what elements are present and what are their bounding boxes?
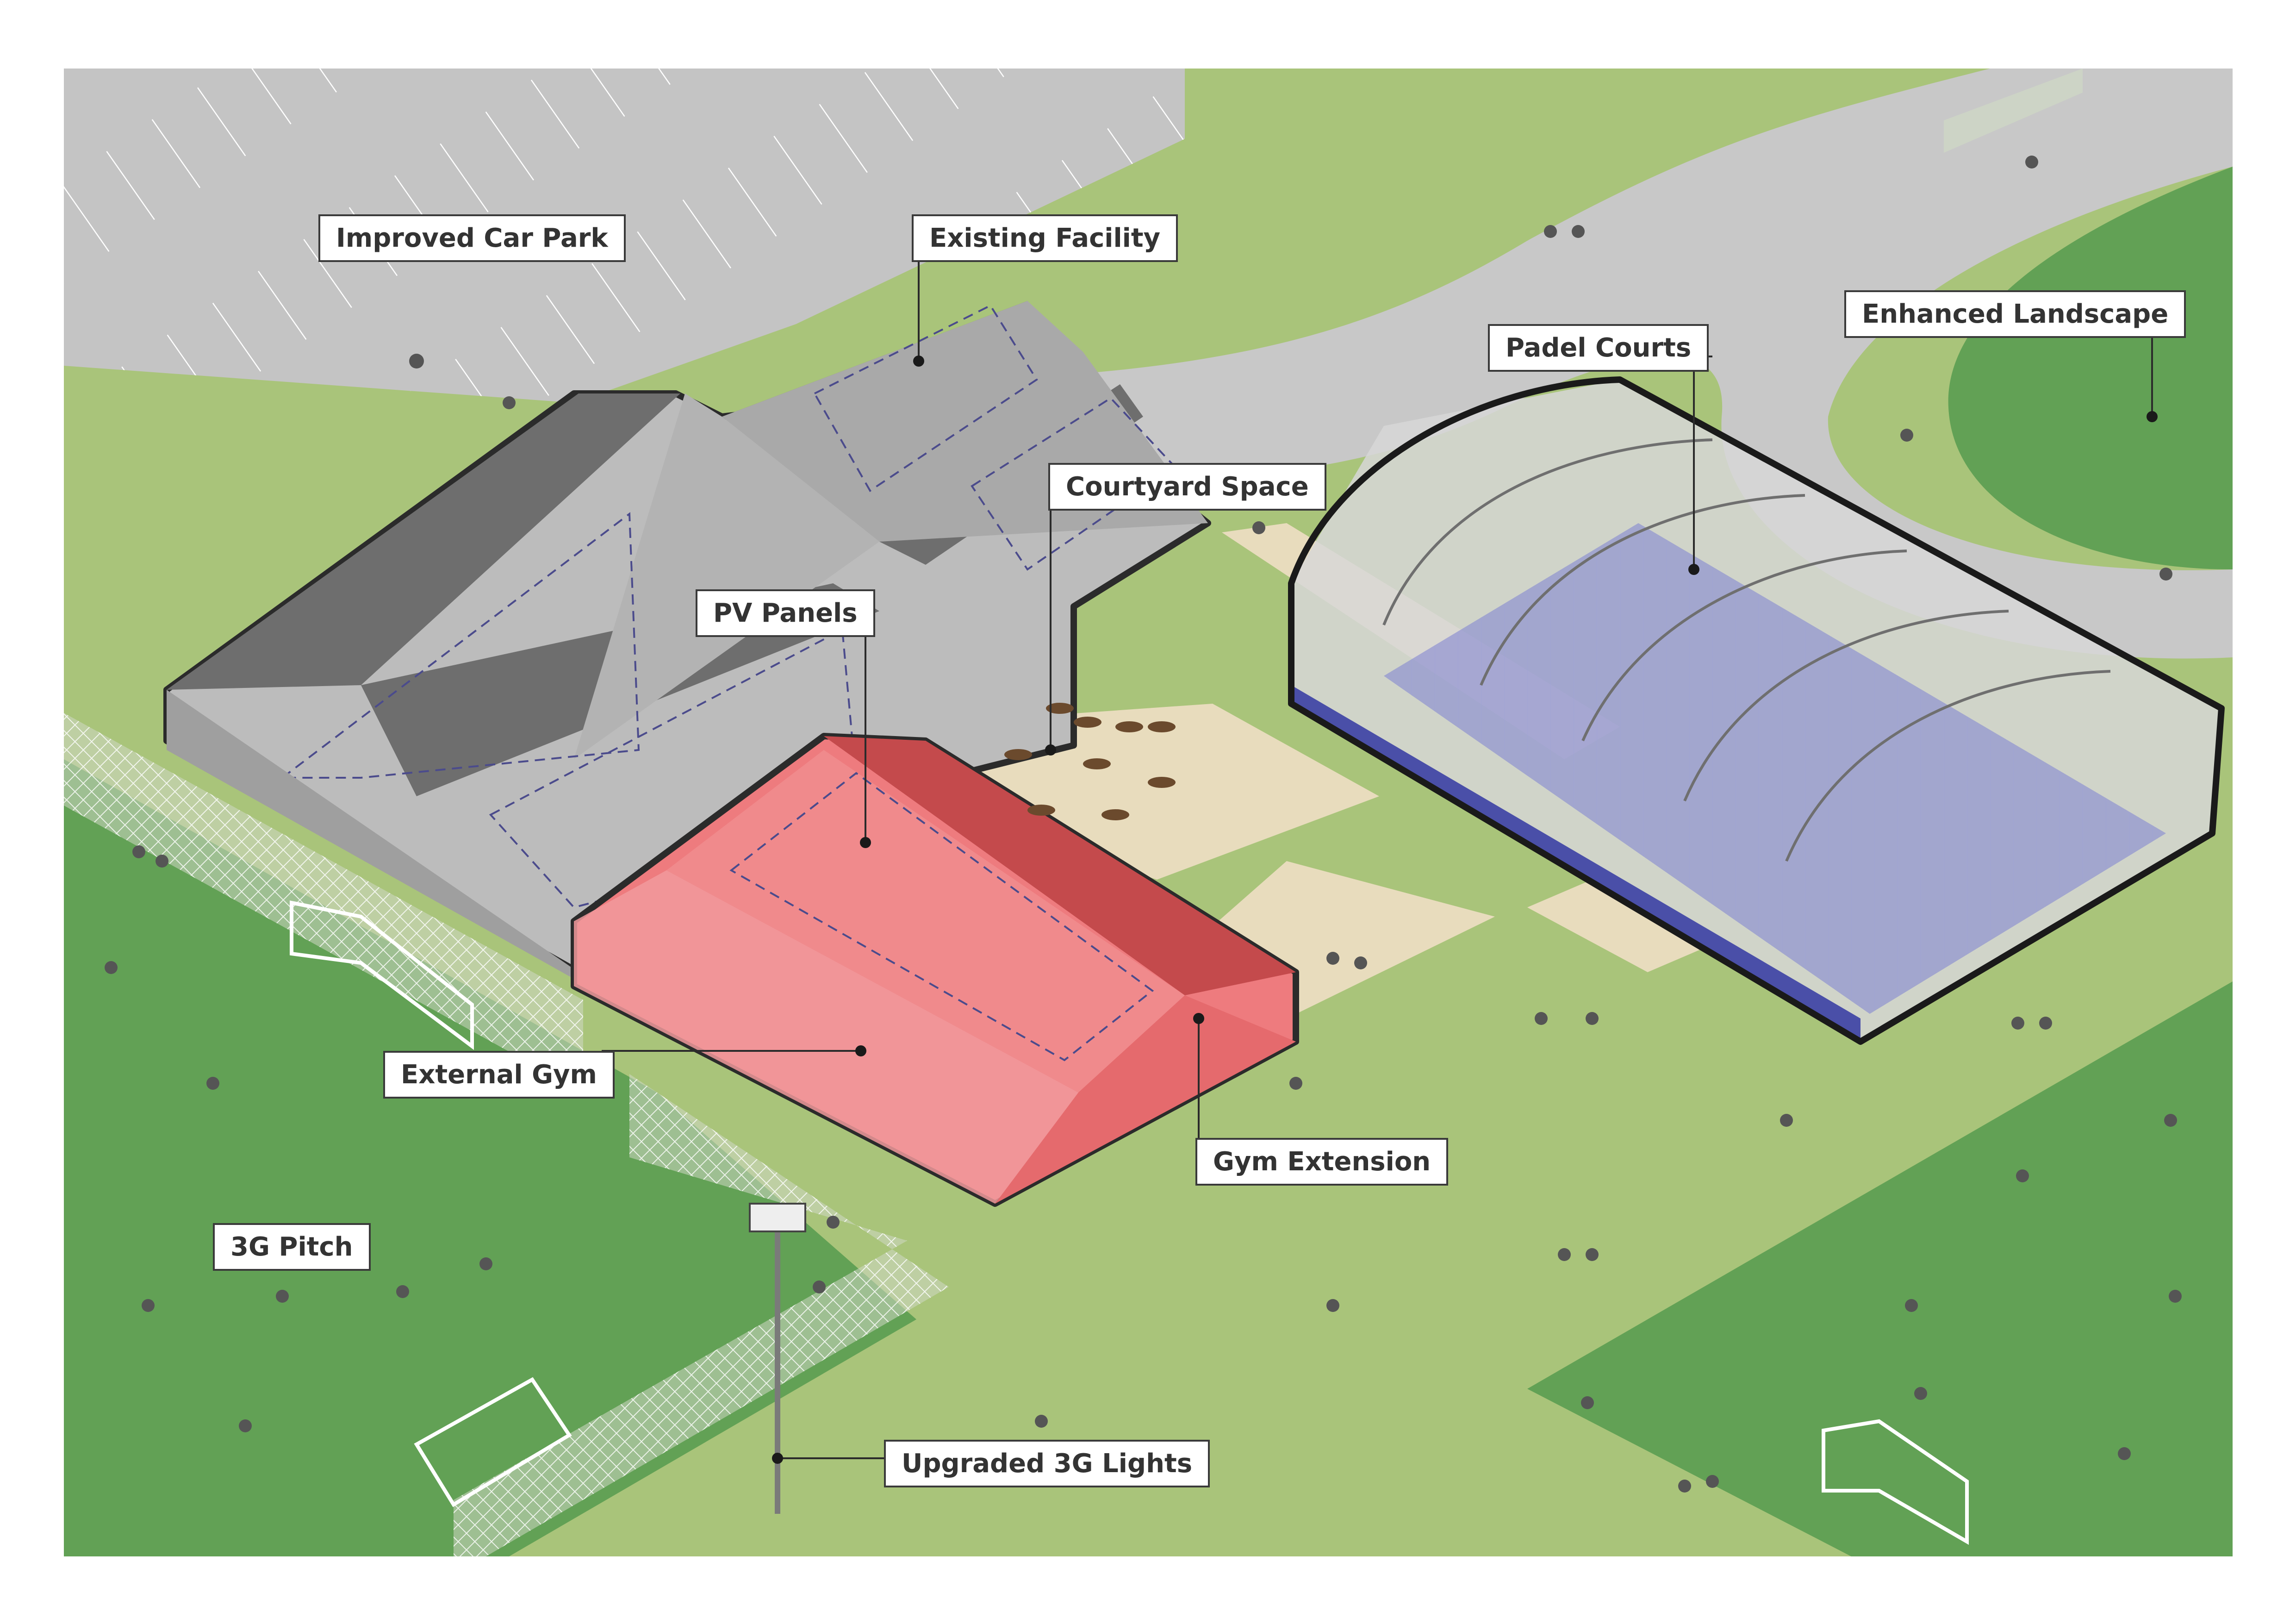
label-enhanced-landscape: Enhanced Landscape: [1844, 290, 2186, 338]
label-existing-facility: Existing Facility: [912, 214, 1178, 262]
enhanced-landscape-lawn: [1948, 167, 2233, 569]
path-paving-3: [1527, 880, 1712, 972]
gym-extension-building: [571, 733, 1299, 1207]
pitch-fence-hatch: [64, 713, 583, 1093]
existing-facility-building: [163, 301, 1211, 981]
path-fence: [1944, 69, 2083, 153]
goal-top-left: [290, 900, 474, 1050]
courtyard-tables: [1004, 703, 1176, 820]
people-figures: [105, 156, 2182, 1493]
label-improved-car-park: Improved Car Park: [318, 214, 626, 262]
label-upgraded-3g-lights: Upgraded 3G Lights: [884, 1440, 1210, 1488]
floodlight: [749, 1203, 806, 1514]
label-courtyard-space: Courtyard Space: [1048, 463, 1326, 511]
leader-dots: [772, 356, 2158, 1464]
pitch-fence-lower-hatch: [454, 1074, 949, 1556]
label-padel-courts: Padel Courts: [1488, 324, 1709, 372]
label-gym-extension: Gym Extension: [1195, 1138, 1449, 1186]
goal-bottom-left: [414, 1377, 572, 1507]
label-pv-panels: PV Panels: [696, 589, 875, 637]
pitch-3g-surface: [64, 759, 916, 1556]
padel-courts-structure: [1288, 376, 2225, 1045]
label-3g-pitch: 3G Pitch: [213, 1223, 371, 1271]
goal-bottom-right: [1822, 1419, 1969, 1545]
right-field-surface: [1527, 981, 2233, 1556]
label-external-gym: External Gym: [383, 1051, 615, 1099]
